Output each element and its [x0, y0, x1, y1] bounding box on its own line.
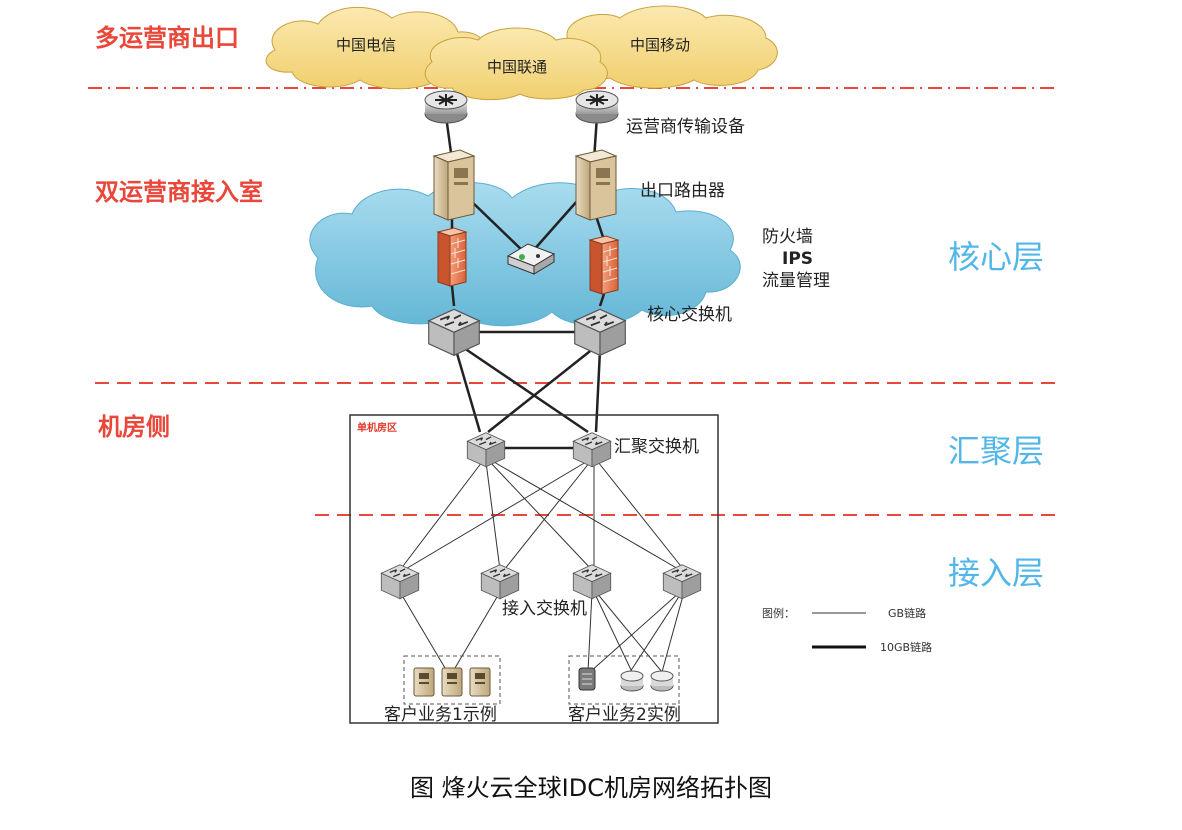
- carrier-telecom-label: 中国电信: [336, 36, 396, 54]
- access-switch-icon: [572, 564, 612, 600]
- ips-appliance-icon: [506, 243, 556, 275]
- firewall-icon: [589, 235, 619, 295]
- disk-icon: [650, 670, 674, 692]
- legend-10gb-label: 10GB链路: [880, 640, 932, 654]
- customer2-group: [568, 655, 680, 705]
- legend: 图例： GB链路 10GB链路: [762, 606, 932, 654]
- firewall-label: 防火墙: [762, 227, 813, 247]
- access-switch-icon: [662, 564, 702, 600]
- server-icon: [469, 667, 491, 697]
- exit-router-icon: [575, 149, 617, 221]
- aggregation-switch-label: 汇聚交换机: [614, 437, 699, 457]
- customer2-label: 客户业务2实例: [568, 705, 681, 725]
- router-icon: [575, 90, 619, 124]
- access-switch-icon: [380, 564, 420, 600]
- aggregation-switch-icon: [466, 432, 506, 468]
- exit-router-label: 出口路由器: [640, 181, 725, 201]
- router-icon: [424, 90, 468, 124]
- section-machine-room-side: 机房侧: [98, 413, 170, 441]
- server-icon: [413, 667, 435, 697]
- customer1-label: 客户业务1示例: [384, 705, 497, 725]
- firewall-icon: [437, 227, 467, 287]
- legend-gb-label: GB链路: [888, 606, 926, 620]
- disk-icon: [620, 670, 644, 692]
- single-room-zone-label: 单机房区: [357, 421, 397, 434]
- layer-core-label: 核心层: [948, 238, 1044, 276]
- layer-access-label: 接入层: [948, 554, 1044, 592]
- carrier-mobile-label: 中国移动: [630, 36, 690, 54]
- core-switch-label: 核心交换机: [647, 305, 732, 325]
- section-dual-carrier-room: 双运营商接入室: [95, 178, 263, 206]
- access-switch-icon: [480, 564, 520, 600]
- section-multi-carrier-exit: 多运营商出口: [95, 24, 239, 52]
- exit-router-icon: [433, 149, 475, 221]
- layer-aggregation-label: 汇聚层: [948, 432, 1044, 470]
- ips-label: IPS: [782, 249, 813, 269]
- aggregation-switch-icon: [572, 432, 612, 468]
- single-room-zone-box: [349, 414, 719, 724]
- carrier-unicom-label: 中国联通: [487, 58, 547, 76]
- server-icon: [441, 667, 463, 697]
- figure-caption: 图 烽火云全球IDC机房网络拓扑图: [410, 774, 772, 802]
- customer1-group: [403, 655, 501, 705]
- carrier-transport-label: 运营商传输设备: [626, 117, 745, 137]
- legend-title: 图例：: [762, 606, 795, 620]
- traffic-mgmt-label: 流量管理: [762, 271, 830, 291]
- storage-icon: [578, 667, 596, 691]
- access-switch-label: 接入交换机: [502, 599, 587, 619]
